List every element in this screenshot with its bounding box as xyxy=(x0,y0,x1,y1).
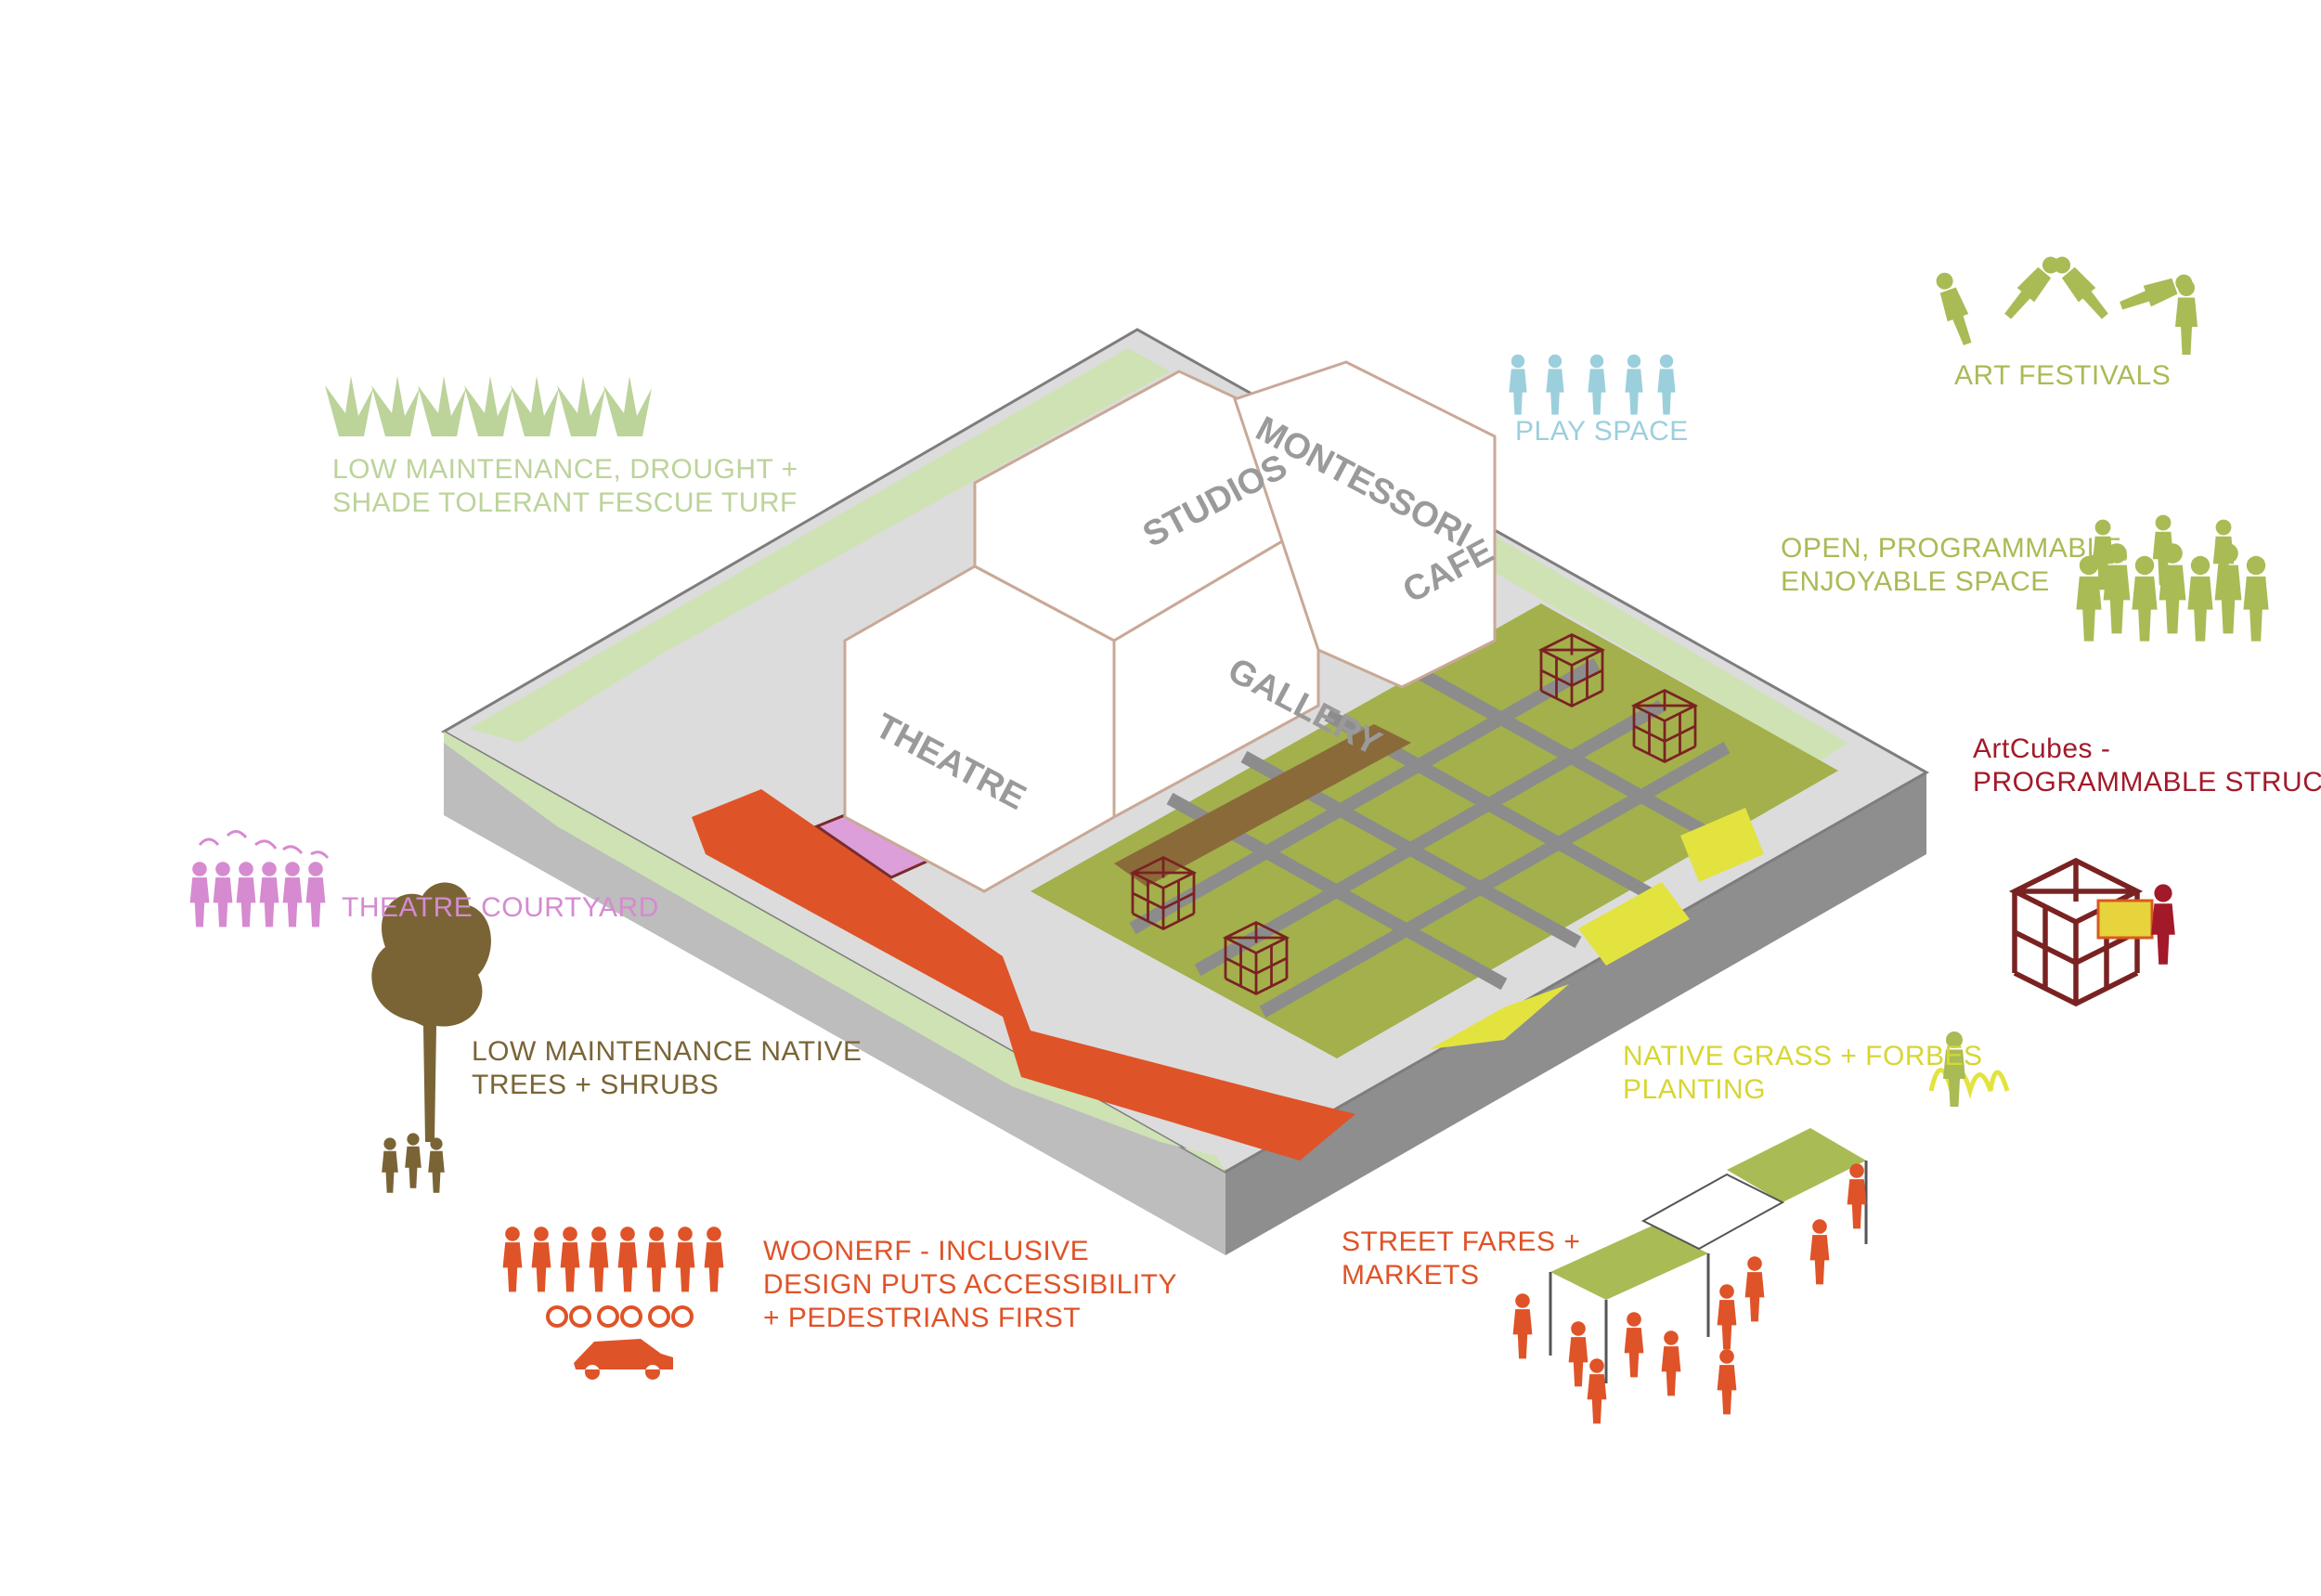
market-tents-icon xyxy=(1512,1128,1868,1424)
building-wing-theatre xyxy=(843,564,1116,893)
label-artcubes-line-2: PROGRAMMABLE STRUCTURES xyxy=(1973,767,2321,798)
label-woonerf-line-2: DESIGN PUTS ACCESSIBILITY xyxy=(763,1269,1177,1300)
building-wing-montessori xyxy=(1233,360,1497,689)
label-native-grass: NATIVE GRASS + FORBES PLANTING xyxy=(1623,1040,1983,1107)
children-playing-icon xyxy=(1509,354,1676,415)
label-turf: LOW MAINTENANCE, DROUGHT + SHADE TOLERAN… xyxy=(332,453,798,520)
label-woonerf: WOONERF - INCLUSIVE DESIGN PUTS ACCESSIB… xyxy=(763,1235,1177,1335)
label-turf-line-2: SHADE TOLERANT FESCUE TURF xyxy=(332,487,797,518)
label-theatre-courtyard-line-1: THEATRE COURTYARD xyxy=(342,892,659,923)
label-open-space-line-2: ENJOYABLE SPACE xyxy=(1781,566,2050,597)
label-artcubes: ArtCubes - PROGRAMMABLE STRUCTURES xyxy=(1973,733,2321,799)
label-native-grass-line-1: NATIVE GRASS + FORBES xyxy=(1623,1041,1983,1071)
label-art-festivals-line-1: ART FESTIVALS xyxy=(1954,360,2172,391)
label-play-space-line-1: PLAY SPACE xyxy=(1515,416,1689,447)
woonerf-street xyxy=(692,789,1355,1161)
turf-back-left xyxy=(469,348,1170,743)
label-markets: STREET FARES + MARKETS xyxy=(1342,1226,1580,1292)
label-trees-line-2: TREES + SHRUBS xyxy=(472,1070,720,1100)
grass-tuft-icon xyxy=(325,376,652,436)
building-forecourt xyxy=(1114,724,1411,887)
label-open-space: OPEN, PROGRAMMABLE, ENJOYABLE SPACE xyxy=(1781,532,2130,599)
tree-icon xyxy=(371,882,491,1193)
native-grass-bed-1 xyxy=(1430,984,1569,1049)
label-trees: LOW MAINTENANCE NATIVE TREES + SHRUBS xyxy=(472,1035,862,1102)
label-art-festivals: ART FESTIVALS xyxy=(1954,359,2171,393)
label-native-grass-line-2: PLANTING xyxy=(1623,1074,1767,1105)
label-turf-line-1: LOW MAINTENANCE, DROUGHT + xyxy=(332,454,798,485)
label-trees-line-1: LOW MAINTENANCE NATIVE xyxy=(472,1036,862,1067)
label-woonerf-line-3: + PEDESTRIANS FIRST xyxy=(763,1303,1082,1333)
singers-icon xyxy=(189,830,330,928)
label-markets-line-2: MARKETS xyxy=(1342,1260,1480,1291)
label-woonerf-line-1: WOONERF - INCLUSIVE xyxy=(763,1236,1090,1266)
building: STUDIOS MONTESSORI CAFE GALLERY THEATRE xyxy=(843,360,1500,893)
native-grass-icon xyxy=(1928,1032,2010,1107)
label-open-space-line-1: OPEN, PROGRAMMABLE, xyxy=(1781,533,2131,564)
turf-back-right xyxy=(1420,509,1848,761)
native-grass-bed-2 xyxy=(1578,882,1690,966)
label-markets-line-1: STREET FARES + xyxy=(1342,1226,1581,1257)
site-side-right xyxy=(1225,772,1926,1255)
dancers-icon xyxy=(1931,251,2198,355)
car-icon xyxy=(574,1339,673,1380)
label-theatre-courtyard: THEATRE COURTYARD xyxy=(342,891,659,925)
artcube-icon xyxy=(2015,861,2175,1004)
native-grass-bed-3 xyxy=(1680,808,1764,882)
pedestrians-cyclists-icon xyxy=(502,1226,724,1328)
label-play-space: PLAY SPACE xyxy=(1515,415,1689,448)
label-artcubes-line-1: ArtCubes - xyxy=(1973,733,2111,764)
